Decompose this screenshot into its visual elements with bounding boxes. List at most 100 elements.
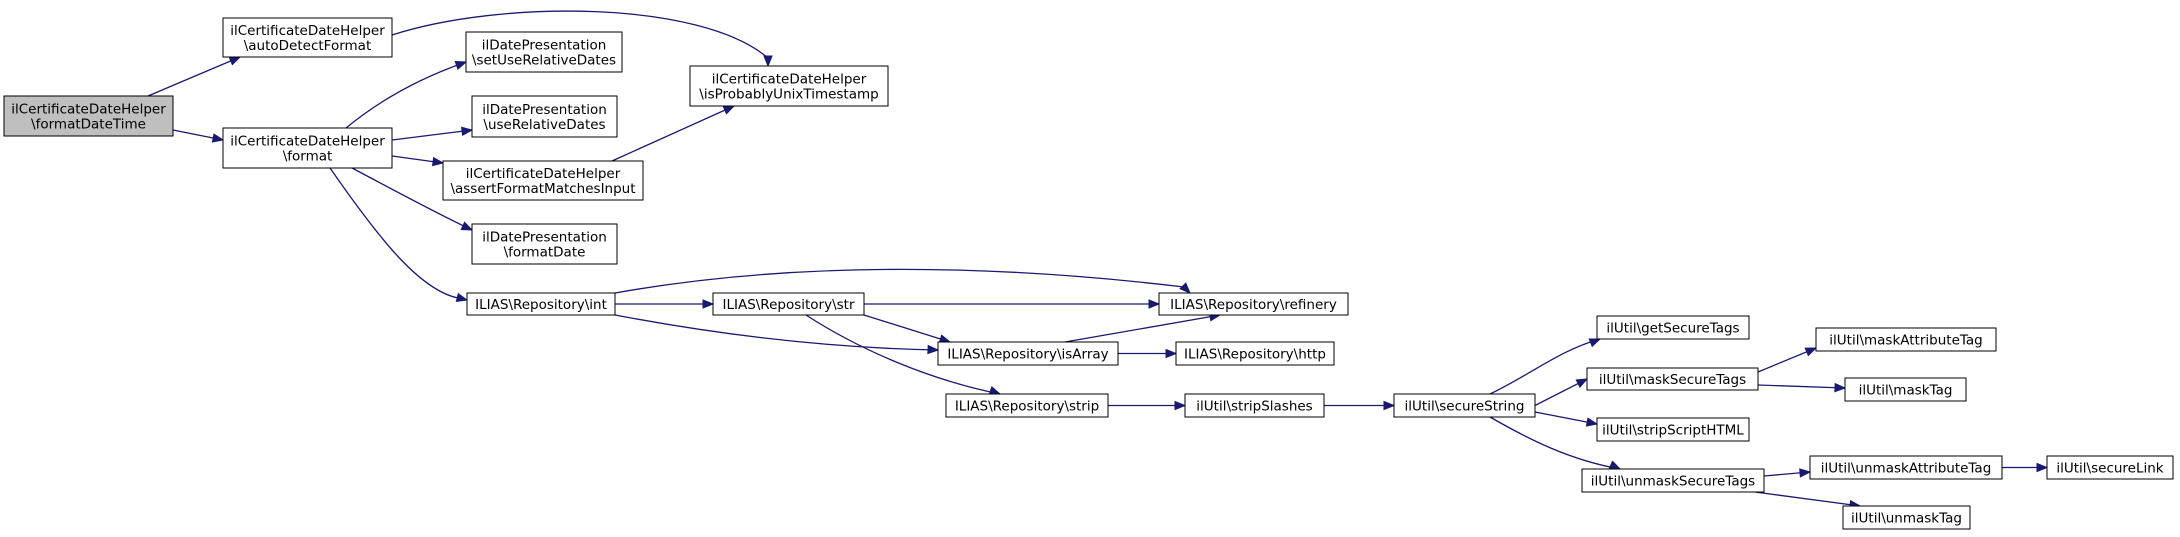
arrowhead — [1834, 382, 1847, 393]
node-ilutil-maskattributetag[interactable]: ilUtil\maskAttributeTag — [1815, 327, 1997, 352]
arrowhead — [454, 60, 468, 70]
node-label: ilUtil\secureLink — [2056, 461, 2163, 477]
node-label: ILIAS\Repository\str — [722, 297, 854, 313]
node-box — [945, 393, 1109, 418]
node-ilcertificatedatehelper-format[interactable]: ilCertificateDateHelper\format — [222, 127, 393, 169]
node-label: ILIAS\Repository\refinery — [1170, 297, 1337, 313]
edge-n2-n8 — [329, 167, 459, 299]
node-box — [1393, 393, 1536, 418]
node-box — [1815, 327, 1997, 352]
node-box — [222, 17, 393, 58]
arrowhead — [722, 105, 736, 115]
node-label: ilUtil\maskSecureTags — [1599, 372, 1746, 388]
node-ildatepresentation-userelativedates[interactable]: ilDatePresentation\useRelativeDates — [471, 95, 618, 138]
arrowhead — [455, 292, 469, 303]
arrowhead — [460, 221, 474, 231]
edge-n15-n16 — [1489, 338, 1601, 395]
arrowhead — [431, 156, 445, 167]
arrowhead — [211, 133, 225, 143]
node-ilias-repository-http[interactable]: ILIAS\Repository\http — [1175, 341, 1335, 366]
arrowhead — [702, 299, 715, 309]
edge-n1-n3 — [391, 10, 769, 59]
node-box — [222, 127, 393, 169]
node-ilutil-securestring[interactable]: ilUtil\secureString — [1393, 393, 1536, 418]
arrowhead — [1588, 338, 1602, 348]
node-box — [1596, 315, 1750, 340]
node-ilutil-stripscripthtml[interactable]: ilUtil\stripScriptHTML — [1596, 417, 1750, 442]
node-ilutil-unmasktag[interactable]: ilUtil\unmaskTag — [1842, 505, 1971, 530]
node-ilutil-unmasksecuretags[interactable]: ilUtil\unmaskSecureTags — [1581, 468, 1765, 493]
edge-n15-n19 — [1489, 416, 1621, 470]
node-ilutil-unmaskattributetag[interactable]: ilUtil\unmaskAttributeTag — [1809, 455, 2003, 480]
node-ildatepresentation-formatdate[interactable]: ilDatePresentation\formatDate — [471, 223, 618, 265]
arrowhead — [927, 344, 940, 355]
node-label: ilUtil\unmaskTag — [1851, 511, 1962, 527]
node-label: ilDatePresentation — [482, 230, 607, 246]
node-ilias-repository-refinery[interactable]: ILIAS\Repository\refinery — [1158, 292, 1349, 316]
node-label: \format — [283, 149, 333, 165]
node-ilias-repository-strip[interactable]: ILIAS\Repository\strip — [945, 393, 1109, 418]
node-label: ilUtil\unmaskSecureTags — [1591, 474, 1755, 490]
node-ilcertificatedatehelper-autodetectformat[interactable]: ilCertificateDateHelper\autoDetectFormat — [222, 17, 393, 58]
node-label: ILIAS\Repository\int — [475, 297, 607, 313]
node-ilcertificatedatehelper-formatdatetime[interactable]: ilCertificateDateHelper\formatDateTime — [3, 95, 174, 137]
node-label: ILIAS\Repository\isArray — [947, 347, 1108, 363]
node-box — [1581, 468, 1765, 493]
node-ilias-repository-str[interactable]: ILIAS\Repository\str — [712, 292, 865, 316]
node-ilias-repository-isarray[interactable]: ILIAS\Repository\isArray — [937, 341, 1119, 366]
node-box — [712, 292, 865, 316]
node-box — [1586, 367, 1759, 391]
node-label: ilCertificateDateHelper — [230, 134, 385, 150]
node-ilcertificatedatehelper-assertformatmatchesinput[interactable]: ilCertificateDateHelper\assertFormatMatc… — [442, 160, 644, 201]
node-box — [442, 160, 644, 201]
edges-layer — [147, 10, 2049, 510]
node-label: ilUtil\unmaskAttributeTag — [1821, 461, 1992, 477]
node-ilutil-stripslashes[interactable]: ilUtil\stripSlashes — [1184, 393, 1325, 418]
node-label: ilUtil\secureString — [1405, 399, 1525, 415]
node-box — [937, 341, 1119, 366]
node-label: \autoDetectFormat — [244, 38, 372, 54]
node-label: ilCertificateDateHelper — [712, 72, 867, 88]
arrowhead — [1179, 282, 1191, 294]
arrowhead — [763, 55, 773, 68]
node-box — [465, 31, 623, 73]
node-box — [689, 65, 889, 107]
arrowhead — [1148, 299, 1161, 309]
node-label: ilUtil\stripScriptHTML — [1602, 423, 1744, 439]
node-box — [1809, 455, 2003, 480]
arrowhead — [1165, 348, 1178, 359]
edge-n2-n7 — [351, 167, 473, 231]
edge-n11-n10 — [1064, 314, 1221, 343]
arrowhead — [460, 126, 474, 137]
node-label: \formatDateTime — [31, 117, 146, 133]
node-ildatepresentation-setuserelativedates[interactable]: ilDatePresentation\setUseRelativeDates — [465, 31, 623, 73]
arrowhead — [1383, 400, 1396, 411]
node-label: ilCertificateDateHelper — [11, 102, 166, 118]
edge-n2-n5 — [391, 129, 473, 141]
node-label: ilUtil\maskAttributeTag — [1829, 333, 1982, 349]
node-label: ilUtil\maskTag — [1859, 383, 1953, 399]
edge-n2-n4 — [345, 61, 467, 129]
node-label: ilUtil\getSecureTags — [1606, 321, 1739, 337]
node-ilutil-getsecuretags[interactable]: ilUtil\getSecureTags — [1596, 315, 1750, 340]
node-ilutil-masktag[interactable]: ilUtil\maskTag — [1844, 377, 1967, 402]
node-box — [2046, 455, 2174, 480]
node-label: ilDatePresentation — [482, 102, 607, 118]
node-ilias-repository-int[interactable]: ILIAS\Repository\int — [466, 292, 616, 316]
arrowhead — [1575, 378, 1589, 388]
node-label: ilCertificateDateHelper — [230, 23, 385, 39]
node-label: \setUseRelativeDates — [472, 53, 616, 69]
node-label: \formatDate — [504, 245, 586, 261]
edge-n15-n18 — [1534, 411, 1598, 425]
node-ilutil-masksecuretags[interactable]: ilUtil\maskSecureTags — [1586, 367, 1759, 391]
edge-n8-n11 — [614, 314, 939, 351]
node-label: ILIAS\Repository\http — [1184, 347, 1326, 363]
arrowhead — [1585, 417, 1599, 427]
edge-n8-n10 — [614, 268, 1185, 294]
edge-n19-n23 — [1754, 491, 1861, 507]
node-ilcertificatedatehelper-isprobablyunixtimestamp[interactable]: ilCertificateDateHelper\isProbablyUnixTi… — [689, 65, 889, 107]
arrowhead — [1174, 400, 1187, 411]
node-ilutil-securelink[interactable]: ilUtil\secureLink — [2046, 455, 2174, 480]
arrowhead — [228, 56, 242, 66]
